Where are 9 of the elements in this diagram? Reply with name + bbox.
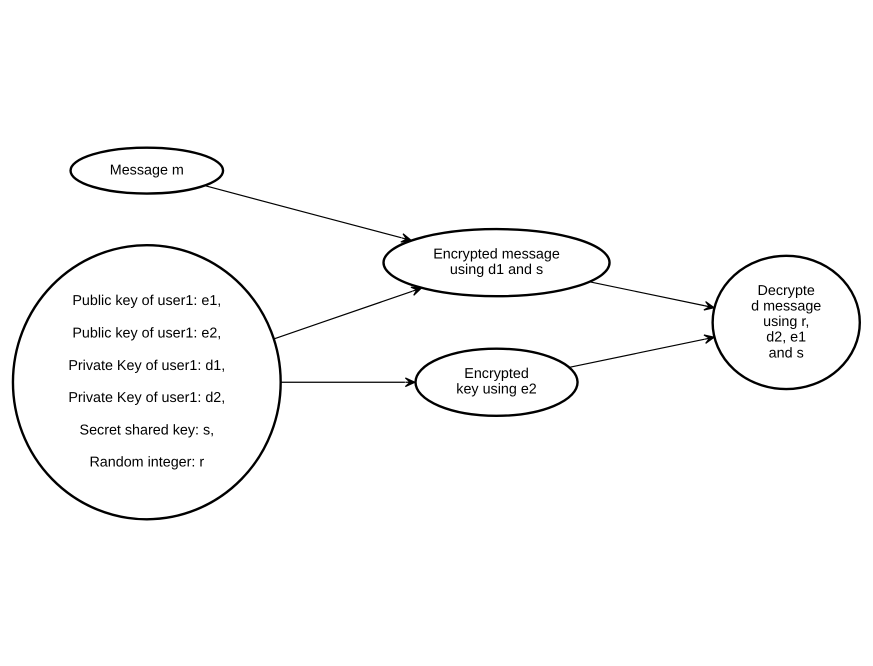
arrow — [569, 334, 715, 368]
node-circle: Decrypte d message using r, d2, e1 and s — [711, 254, 861, 390]
arrow — [590, 280, 715, 310]
node-ellipse: Encrypted key using e2 — [414, 347, 579, 416]
node-ellipse: Message m — [69, 146, 224, 194]
arrow — [274, 286, 422, 339]
node-circle: Public key of user1: e1, Public key of user1: e2, Private Key of user1: d1, Private Key of user1: d2, Secret shared key: s, Random integer: r — [12, 244, 282, 520]
arrow — [204, 184, 412, 242]
arrow — [280, 376, 416, 387]
